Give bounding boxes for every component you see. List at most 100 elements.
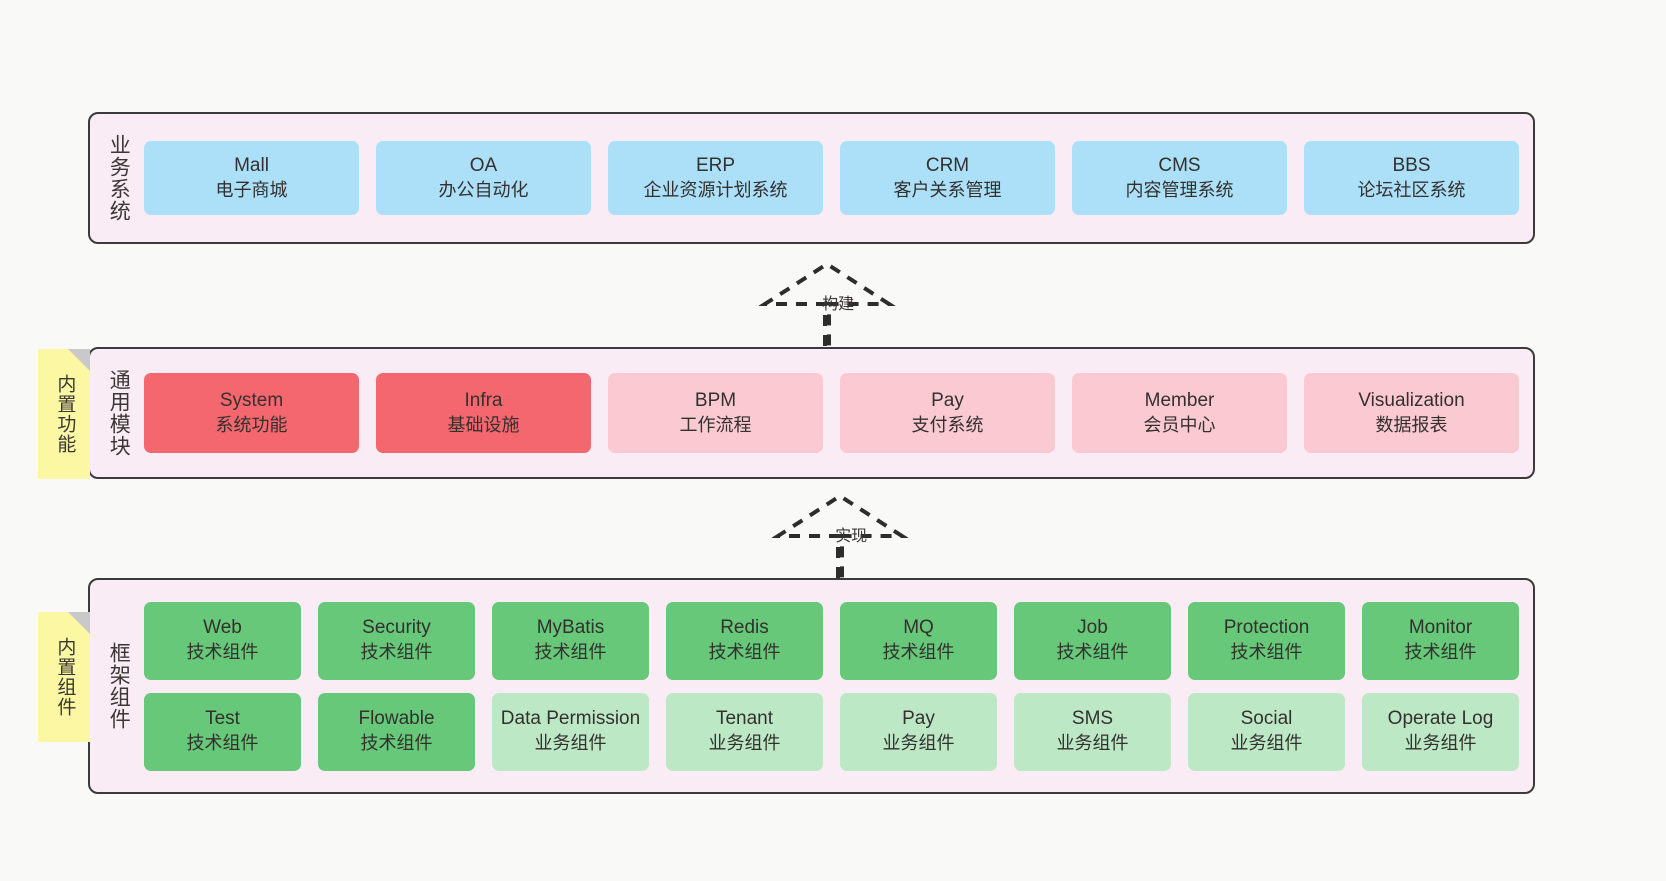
connector-label-implement: 实现 — [835, 528, 868, 545]
layer-row: Web 技术组件 Security 技术组件 MyBatis 技术组件 Redi… — [144, 601, 1519, 680]
node-name: Pay — [931, 389, 964, 411]
node-pay-component[interactable]: Pay 业务组件 — [840, 692, 997, 771]
node-infra[interactable]: Infra 基础设施 — [376, 373, 591, 453]
node-name: Security — [362, 617, 431, 639]
node-subtitle: 基础设施 — [447, 414, 520, 435]
node-visualization[interactable]: Visualization 数据报表 — [1304, 373, 1519, 453]
node-subtitle: 业务组件 — [534, 733, 607, 754]
layer-framework-component: 框架组件 Web 技术组件 Security 技术组件 MyBatis 技术组件… — [88, 578, 1535, 794]
node-name: Web — [203, 617, 242, 639]
node-mall[interactable]: Mall 电子商城 — [144, 141, 359, 215]
node-operate-log[interactable]: Operate Log 业务组件 — [1362, 692, 1519, 771]
node-data-permission[interactable]: Data Permission 业务组件 — [492, 692, 649, 771]
layer-row: Mall 电子商城 OA 办公自动化 ERP 企业资源计划系统 CRM 客户关系… — [144, 141, 1519, 215]
node-subtitle: 企业资源计划系统 — [643, 179, 788, 200]
node-subtitle: 技术组件 — [1230, 642, 1303, 663]
connector-implement: 实现 — [768, 490, 928, 580]
layer-title-framework-component: 框架组件 — [107, 642, 131, 730]
node-subtitle: 技术组件 — [186, 642, 259, 663]
node-web[interactable]: Web 技术组件 — [144, 601, 301, 680]
node-subtitle: 系统功能 — [215, 414, 288, 435]
node-name: Mall — [234, 154, 269, 176]
sticky-note-builtin-features: 内置功能 — [38, 349, 90, 479]
node-subtitle: 技术组件 — [360, 642, 433, 663]
node-subtitle: 业务组件 — [708, 733, 781, 754]
node-subtitle: 论坛社区系统 — [1357, 179, 1466, 200]
node-name: Visualization — [1358, 389, 1465, 411]
node-name: SMS — [1071, 708, 1114, 730]
node-monitor[interactable]: Monitor 技术组件 — [1362, 601, 1519, 680]
node-subtitle: 办公自动化 — [438, 179, 529, 200]
layer-body-framework-component: Web 技术组件 Security 技术组件 MyBatis 技术组件 Redi… — [138, 590, 1519, 782]
node-subtitle: 业务组件 — [1230, 733, 1303, 754]
node-subtitle: 技术组件 — [534, 642, 607, 663]
node-name: Pay — [902, 708, 935, 730]
node-flowable[interactable]: Flowable 技术组件 — [318, 692, 475, 771]
node-name: ERP — [695, 154, 736, 176]
node-redis[interactable]: Redis 技术组件 — [666, 601, 823, 680]
node-name: Infra — [464, 389, 503, 411]
layer-title-common-module: 通用模块 — [107, 369, 131, 457]
node-pay-module[interactable]: Pay 支付系统 — [840, 373, 1055, 453]
node-name: Tenant — [715, 708, 774, 730]
node-cms[interactable]: CMS 内容管理系统 — [1072, 141, 1287, 215]
node-name: OA — [469, 154, 498, 176]
node-bpm[interactable]: BPM 工作流程 — [608, 373, 823, 453]
node-subtitle: 业务组件 — [1404, 733, 1477, 754]
layer-business-system: 业务系统 Mall 电子商城 OA 办公自动化 ERP 企业资源计划系统 CRM… — [88, 112, 1535, 244]
connector-build: 构建 — [755, 258, 915, 348]
layer-row: Test 技术组件 Flowable 技术组件 Data Permission … — [144, 692, 1519, 771]
folded-corner-icon — [68, 612, 90, 634]
node-name: CMS — [1158, 154, 1201, 176]
node-subtitle: 工作流程 — [679, 414, 752, 435]
folded-corner-icon — [68, 349, 90, 371]
node-protection[interactable]: Protection 技术组件 — [1188, 601, 1345, 680]
node-job[interactable]: Job 技术组件 — [1014, 601, 1171, 680]
node-crm[interactable]: CRM 客户关系管理 — [840, 141, 1055, 215]
node-subtitle: 客户关系管理 — [893, 179, 1002, 200]
node-name: CRM — [925, 154, 970, 176]
sticky-note-builtin-components: 内置组件 — [38, 612, 90, 742]
node-name: BPM — [694, 389, 737, 411]
node-name: Member — [1144, 389, 1215, 411]
generalization-arrow-icon — [771, 493, 909, 580]
node-tenant[interactable]: Tenant 业务组件 — [666, 692, 823, 771]
node-erp[interactable]: ERP 企业资源计划系统 — [608, 141, 823, 215]
node-subtitle: 业务组件 — [1056, 733, 1129, 754]
node-subtitle: 技术组件 — [1056, 642, 1129, 663]
node-subtitle: 电子商城 — [215, 179, 288, 200]
node-name: Redis — [720, 617, 769, 639]
node-subtitle: 业务组件 — [882, 733, 955, 754]
node-system[interactable]: System 系统功能 — [144, 373, 359, 453]
node-sms[interactable]: SMS 业务组件 — [1014, 692, 1171, 771]
node-test[interactable]: Test 技术组件 — [144, 692, 301, 771]
layer-body-business-system: Mall 电子商城 OA 办公自动化 ERP 企业资源计划系统 CRM 客户关系… — [138, 124, 1519, 232]
node-subtitle: 技术组件 — [360, 733, 433, 754]
sticky-note-label: 内置功能 — [54, 374, 76, 454]
node-mybatis[interactable]: MyBatis 技术组件 — [492, 601, 649, 680]
node-member[interactable]: Member 会员中心 — [1072, 373, 1287, 453]
node-name: System — [219, 389, 284, 411]
node-subtitle: 技术组件 — [708, 642, 781, 663]
layer-common-module: 通用模块 System 系统功能 Infra 基础设施 BPM 工作流程 Pay… — [88, 347, 1535, 479]
node-subtitle: 会员中心 — [1143, 414, 1216, 435]
node-bbs[interactable]: BBS 论坛社区系统 — [1304, 141, 1519, 215]
node-name: BBS — [1392, 154, 1431, 176]
node-name: Monitor — [1408, 617, 1473, 639]
connector-label-build: 构建 — [822, 296, 855, 313]
node-name: MQ — [903, 617, 934, 639]
node-name: Operate Log — [1387, 708, 1494, 730]
node-name: Flowable — [358, 708, 435, 730]
layer-row: System 系统功能 Infra 基础设施 BPM 工作流程 Pay 支付系统… — [144, 373, 1519, 453]
node-mq[interactable]: MQ 技术组件 — [840, 601, 997, 680]
node-subtitle: 支付系统 — [911, 414, 984, 435]
node-subtitle: 数据报表 — [1375, 414, 1448, 435]
node-social[interactable]: Social 业务组件 — [1188, 692, 1345, 771]
node-subtitle: 技术组件 — [1404, 642, 1477, 663]
node-security[interactable]: Security 技术组件 — [318, 601, 475, 680]
node-oa[interactable]: OA 办公自动化 — [376, 141, 591, 215]
node-name: Protection — [1223, 617, 1310, 639]
node-name: Social — [1240, 708, 1293, 730]
generalization-arrow-icon — [758, 261, 896, 348]
